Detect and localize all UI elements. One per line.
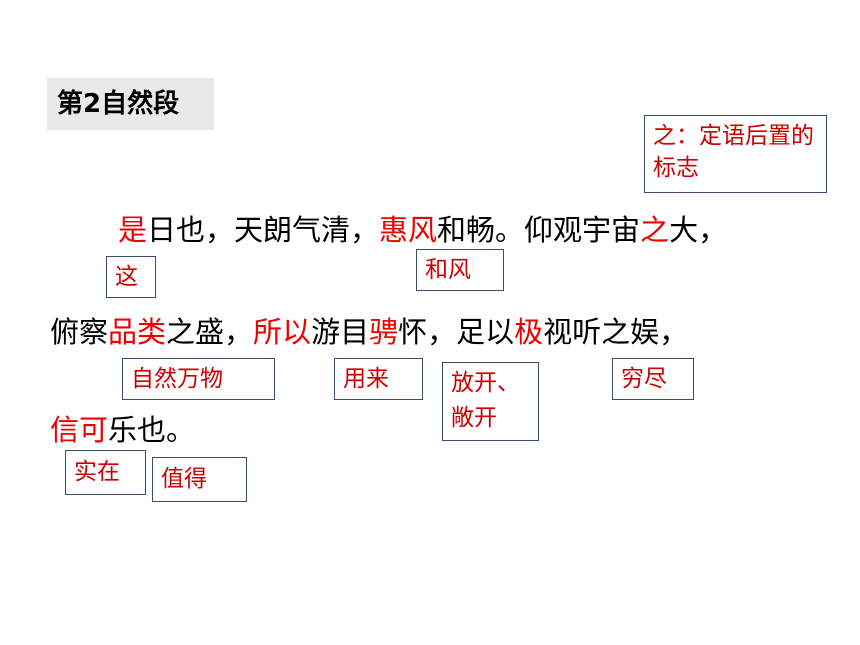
- highlighted-word: 信可: [50, 413, 109, 447]
- text-line-1: 是日也，天朗气清，惠风和畅。仰观宇宙之大，: [118, 210, 727, 250]
- text-line-3: 信可乐也。: [50, 410, 195, 450]
- text-segment: 大，: [669, 213, 728, 247]
- text-segment: 之盛，: [166, 315, 254, 349]
- note-yonglai: 用来: [334, 358, 423, 400]
- note-fangkai: 放开、敞开: [442, 362, 539, 441]
- highlighted-word: 品类: [108, 315, 167, 349]
- note-qiongjin: 穷尽: [612, 358, 694, 400]
- section-heading: 第2自然段: [47, 78, 214, 130]
- highlighted-word: 骋: [369, 315, 399, 349]
- text-segment: 视听之娱，: [543, 315, 689, 349]
- note-zhi-marker: 之：定语后置的标志: [644, 115, 827, 193]
- highlighted-word: 所以: [253, 315, 312, 349]
- note-ziran-wanwu: 自然万物: [122, 358, 275, 400]
- note-hefeng: 和风: [416, 249, 504, 291]
- note-zhe: 这: [106, 256, 156, 298]
- text-segment: 和畅。仰观宇宙: [437, 213, 641, 247]
- highlighted-word: 惠风: [379, 213, 438, 247]
- note-zhide: 值得: [152, 457, 247, 502]
- text-segment: 游目: [311, 315, 370, 349]
- text-segment: 日也，天朗气清，: [147, 213, 380, 247]
- text-segment: 怀，足以: [398, 315, 515, 349]
- text-segment: 俯察: [50, 315, 109, 349]
- highlighted-word: 之: [640, 213, 670, 247]
- highlighted-word: 极: [514, 315, 544, 349]
- note-shizai: 实在: [65, 450, 146, 495]
- highlighted-word: 是: [118, 213, 148, 247]
- text-segment: 乐也。: [108, 413, 196, 447]
- text-line-2: 俯察品类之盛，所以游目骋怀，足以极视听之娱，: [50, 312, 688, 352]
